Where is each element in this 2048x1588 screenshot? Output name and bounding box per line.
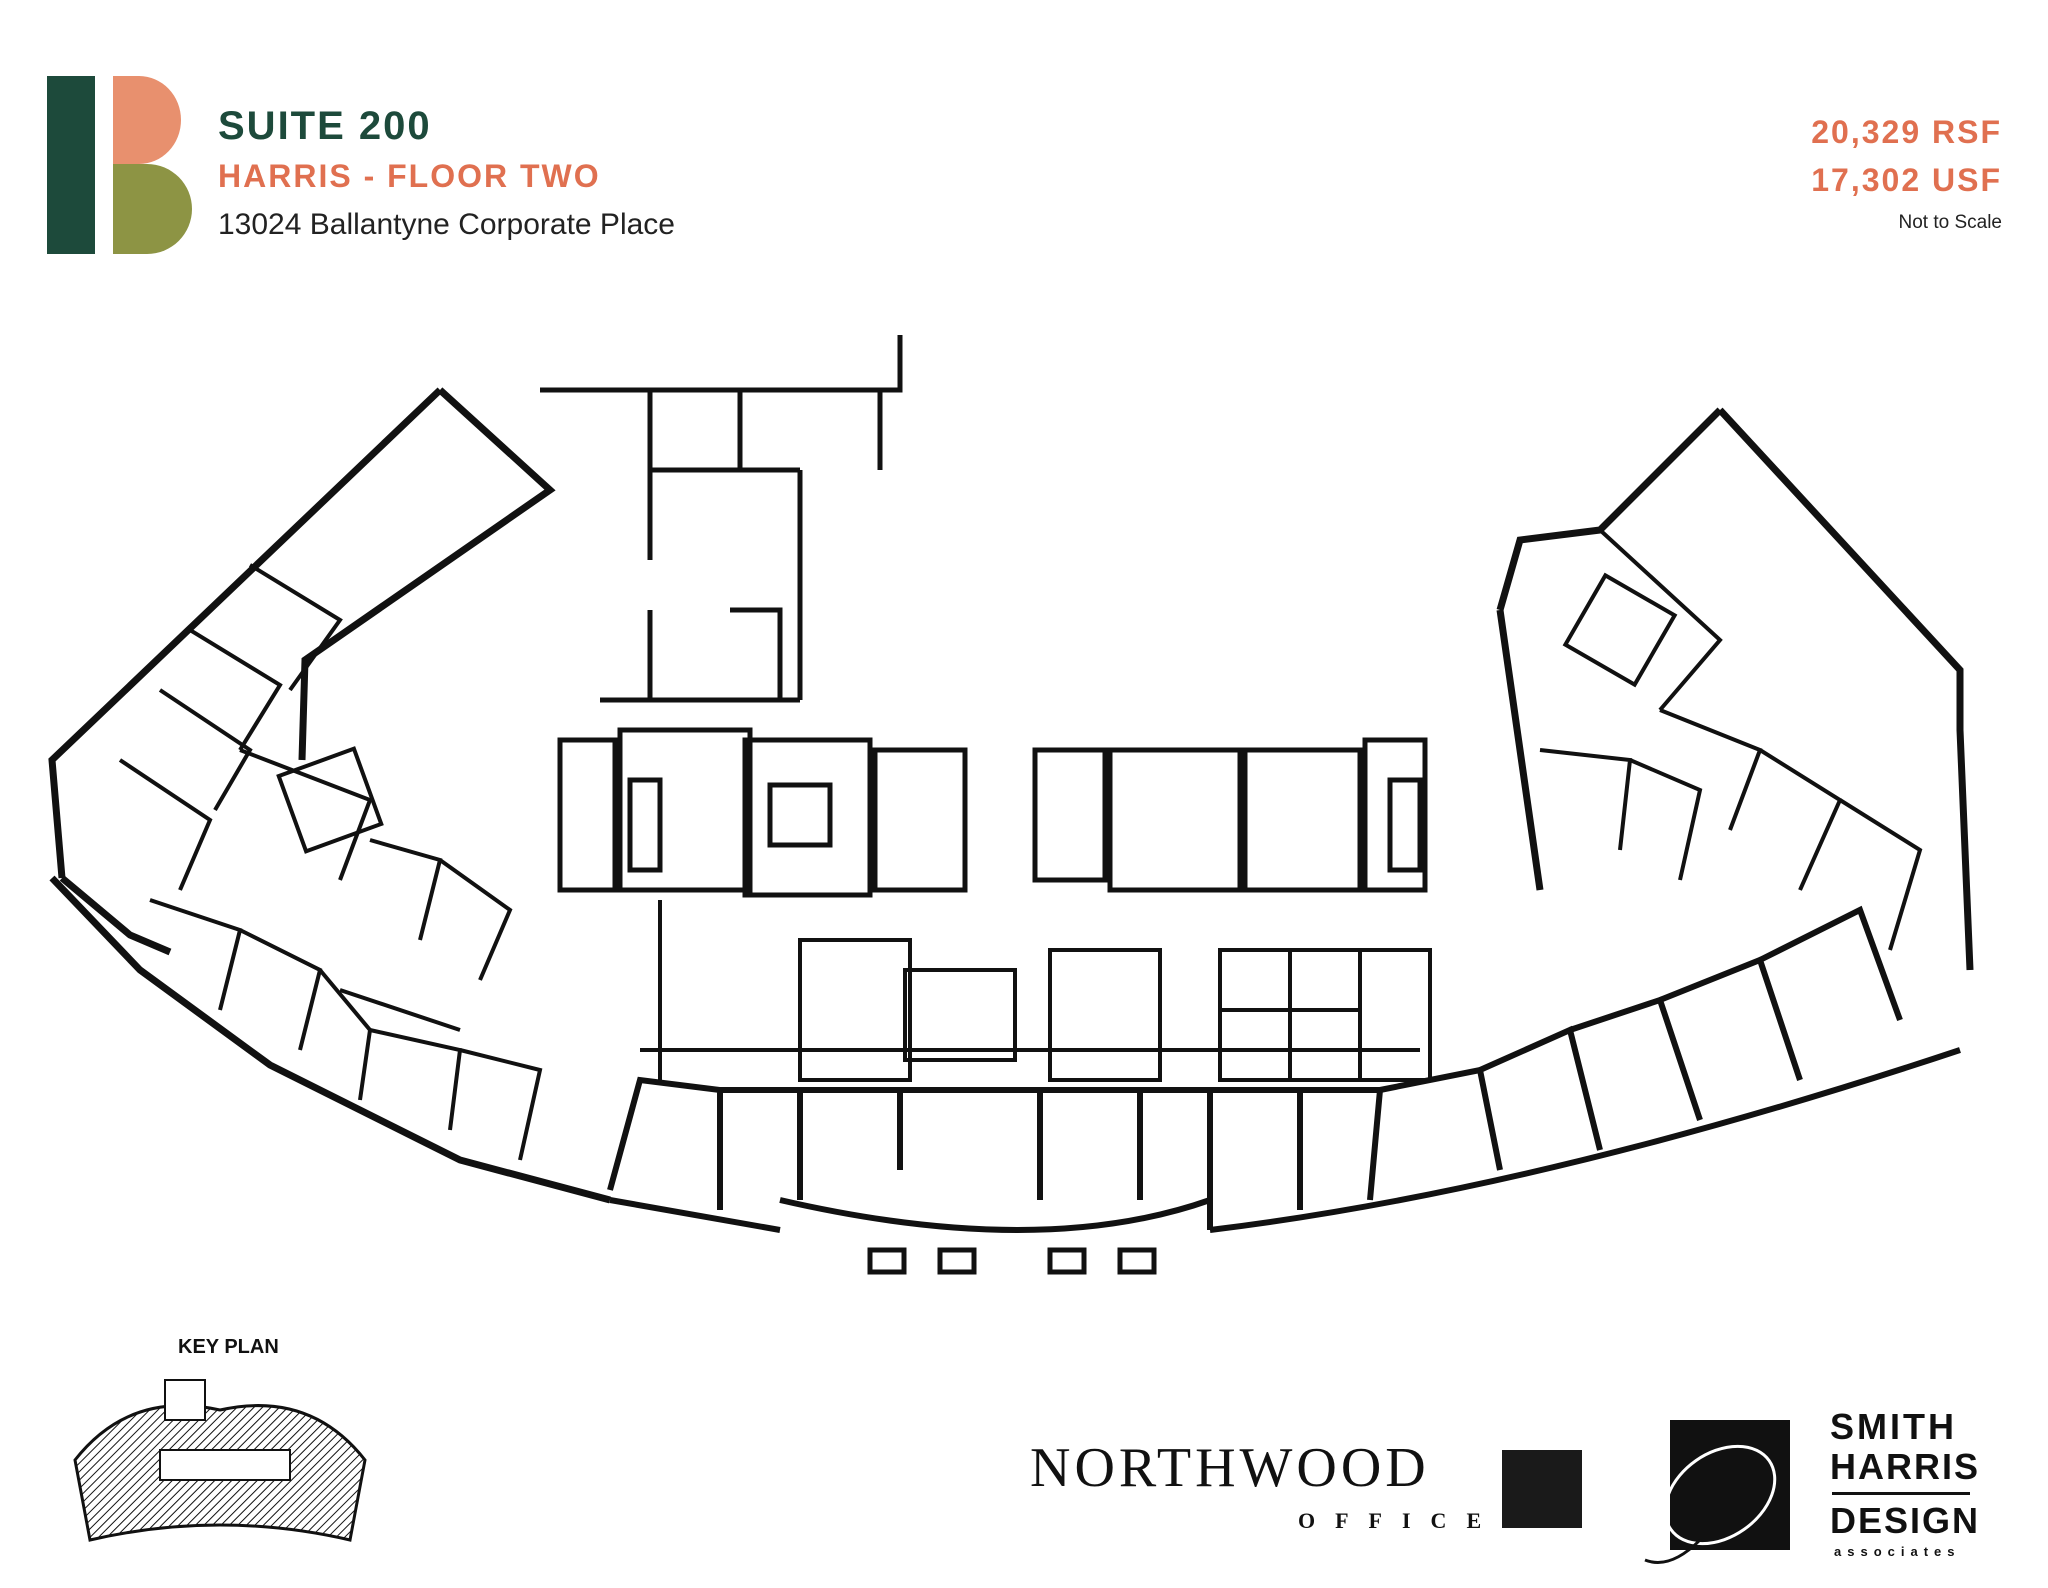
west-wing xyxy=(48,387,611,1204)
suite-title: SUITE 200 xyxy=(218,104,432,148)
planters xyxy=(867,1247,1157,1275)
east-wing xyxy=(1496,407,1974,971)
west-wing-rooms xyxy=(118,563,543,1161)
floor-title: HARRIS - FLOOR TWO xyxy=(218,158,601,194)
north-annex xyxy=(540,335,903,703)
smith-harris-line4: associates xyxy=(1834,1544,1961,1559)
east-wing-rooms xyxy=(1539,528,1923,951)
smith-harris-line2: HARRIS xyxy=(1830,1446,1981,1487)
floor-plan xyxy=(48,335,1974,1275)
key-plan-label: KEY PLAN xyxy=(178,1336,279,1358)
rsf-value: 20,329 RSF xyxy=(1811,114,2002,150)
smith-harris-mark xyxy=(1644,1420,1790,1564)
central-core xyxy=(557,727,1428,898)
key-plan-map xyxy=(73,1379,367,1542)
ballantyne-b-logo xyxy=(47,76,192,254)
northwood-logo-sub: OFFICE xyxy=(1298,1508,1502,1533)
usf-value: 17,302 USF xyxy=(1811,162,2002,198)
northwood-square-mark xyxy=(1502,1450,1582,1528)
south-front xyxy=(607,905,1961,1233)
address: 13024 Ballantyne Corporate Place xyxy=(218,208,675,241)
smith-harris-line1: SMITH xyxy=(1830,1406,1957,1447)
scale-note: Not to Scale xyxy=(1898,212,2003,233)
smith-harris-line3: DESIGN xyxy=(1830,1500,1981,1541)
central-south xyxy=(640,900,1432,1082)
smith-harris-rule xyxy=(1832,1492,1970,1495)
northwood-logo-name: NORTHWOOD xyxy=(1030,1437,1430,1499)
